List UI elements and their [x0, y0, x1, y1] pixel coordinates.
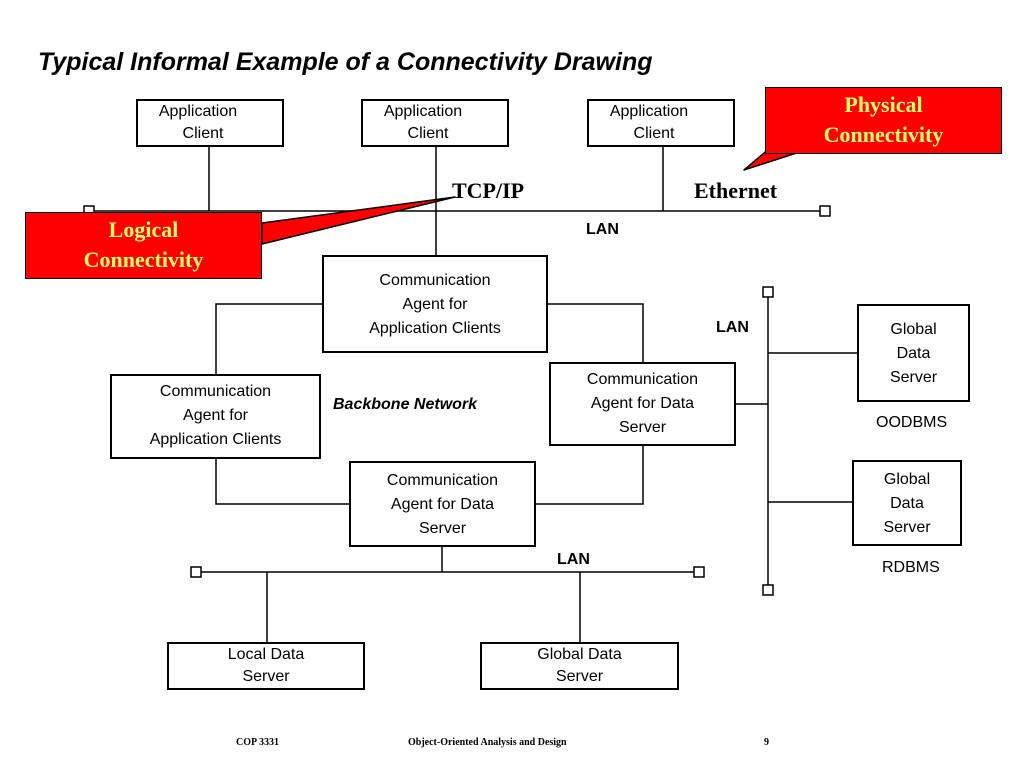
right-lan-top-terminator: [762, 286, 774, 298]
bottom-lan-left-terminator: [190, 566, 202, 578]
callout-line: Connectivity: [83, 247, 204, 272]
backbone-right-upper: [547, 303, 644, 362]
box-line: Global: [890, 321, 937, 338]
box-line: Data: [890, 495, 924, 512]
box-line: Data: [896, 345, 931, 362]
tcpip-label: TCP/IP: [452, 178, 525, 203]
comm-agent-data-bottom-box: Communication Agent for Data Server: [349, 461, 536, 547]
box-line: Server: [618, 419, 667, 436]
oodbms-label: OODBMS: [876, 414, 948, 431]
backbone-left-lower: [215, 458, 349, 505]
backbone-left-upper: [215, 303, 322, 374]
comm-agent-app-left-box: Communication Agent for Application Clie…: [110, 374, 321, 459]
top-lan-right-terminator: [819, 205, 831, 217]
footer-page-number: 9: [764, 737, 769, 748]
backbone-network-label: Backbone Network: [333, 396, 478, 413]
footer-subject: Object-Oriented Analysis and Design: [408, 737, 567, 748]
box-line: Server: [889, 369, 938, 386]
box-line: Client: [182, 125, 224, 142]
lan-label-bottom: LAN: [557, 551, 590, 568]
application-client-box: Application Client: [136, 99, 284, 147]
box-line: Communication: [379, 272, 491, 289]
comm-agent-data-right-box: Communication Agent for Data Server: [549, 362, 736, 446]
box-line: Client: [633, 125, 675, 142]
callout-line: Physical: [844, 92, 923, 117]
box-line: Application Clients: [369, 320, 501, 337]
box-line: Global Data: [537, 646, 622, 663]
global-data-server-box: Global Data Server: [857, 304, 970, 402]
application-client-box: Application Client: [587, 99, 735, 147]
physical-connectivity-callout: Physical Connectivity: [765, 87, 1002, 154]
box-line: Server: [242, 668, 290, 685]
right-lan-bottom-terminator: [762, 584, 774, 596]
global-data-server-bottom-box: Global Data Server: [480, 642, 679, 690]
box-line: Global: [883, 471, 931, 488]
bottom-lan-right-terminator: [693, 566, 705, 578]
logical-callout-pointer: [261, 196, 456, 245]
box-line: Communication: [159, 383, 272, 400]
box-line: Agent for: [183, 407, 248, 424]
box-line: Local Data: [227, 646, 305, 663]
comm-agent-app-top-box: Communication Agent for Application Clie…: [322, 255, 548, 353]
box-line: Agent for: [402, 296, 468, 313]
box-line: Agent for Data: [390, 496, 495, 513]
box-line: Client: [407, 125, 449, 142]
rdbms-label: RDBMS: [882, 559, 940, 576]
local-data-server-box: Local Data Server: [167, 642, 365, 690]
box-line: Communication: [586, 371, 699, 388]
box-line: Agent for Data: [590, 395, 695, 412]
box-line: Application: [609, 103, 689, 120]
callout-line: Connectivity: [823, 122, 944, 147]
slide-title: Typical Informal Example of a Connectivi…: [38, 48, 653, 76]
global-data-server-box: Global Data Server: [852, 460, 962, 546]
box-line: Server: [883, 519, 931, 536]
ethernet-label: Ethernet: [694, 178, 778, 203]
box-line: Application: [383, 103, 463, 120]
box-line: Server: [418, 520, 467, 537]
backbone-right-lower: [535, 445, 644, 505]
application-client-box: Application Client: [361, 99, 509, 147]
lan-label-top: LAN: [586, 221, 619, 238]
logical-connectivity-callout: Logical Connectivity: [25, 212, 262, 279]
box-line: Server: [555, 668, 604, 685]
box-line: Communication: [386, 472, 499, 489]
callout-line: Logical: [108, 217, 179, 242]
lan-label-right: LAN: [716, 319, 749, 336]
box-line: Application: [158, 103, 238, 120]
box-line: Application Clients: [149, 431, 282, 448]
footer-course: COP 3331: [236, 737, 280, 748]
